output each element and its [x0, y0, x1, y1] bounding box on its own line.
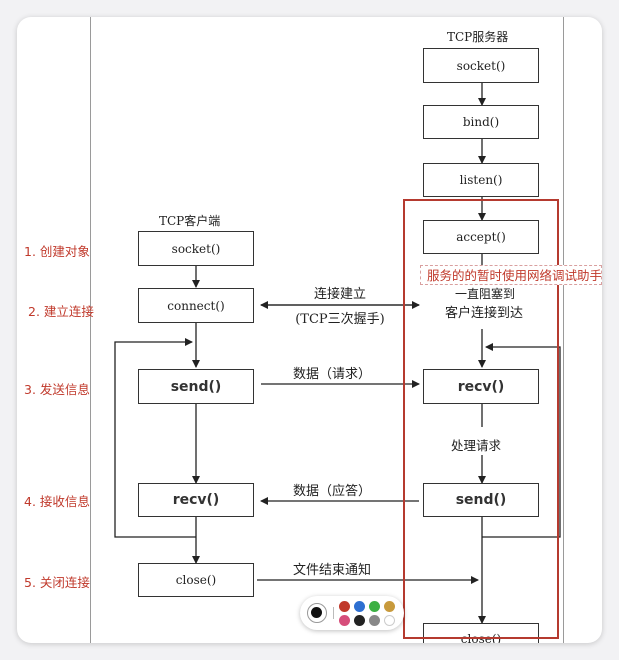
server-highlight-rect: [403, 199, 559, 639]
color-swatch-green[interactable]: [369, 601, 380, 612]
server-send-box: send(): [423, 483, 539, 517]
server-process-label: 处理请求: [451, 438, 502, 453]
step-4-label: 4. 接收信息: [24, 494, 90, 509]
color-swatch-black[interactable]: [354, 615, 365, 626]
eof-label: 文件结束通知: [293, 563, 372, 578]
server-bind-box: bind(): [423, 105, 539, 139]
handshake-label-line1: 连接建立: [313, 287, 366, 302]
client-title: TCP客户端: [159, 214, 221, 228]
color-palette: [300, 596, 404, 630]
step-1-label: 1. 创建对象: [24, 244, 90, 259]
color-swatch-blue[interactable]: [354, 601, 365, 612]
client-send-box: send(): [138, 369, 254, 404]
server-accept-box: accept(): [423, 220, 539, 254]
step-3-label: 3. 发送信息: [24, 382, 90, 397]
request-label: 数据（请求）: [293, 367, 372, 382]
server-recv-box: recv(): [423, 369, 539, 404]
handshake-label-line2: (TCP三次握手): [295, 312, 385, 327]
selected-color-button[interactable]: [307, 603, 327, 623]
color-swatch-gold[interactable]: [384, 601, 395, 612]
color-swatch-red[interactable]: [339, 601, 350, 612]
client-connect-box: connect(): [138, 288, 254, 323]
server-block-line1: 一直阻塞到: [454, 287, 515, 301]
page-edge-right: [563, 17, 564, 643]
color-swatch-white[interactable]: [384, 615, 395, 626]
palette-divider: [333, 607, 334, 619]
diagram-arrows: [114, 83, 561, 624]
reply-label: 数据（应答）: [293, 484, 372, 499]
screenshot-card: TCP服务器 TCP客户端 socket() bind() listen() a…: [17, 17, 602, 643]
color-swatch-gray[interactable]: [369, 615, 380, 626]
annotation-text[interactable]: 服务的的暂时使用网络调试助手: [420, 265, 602, 285]
client-loop: [114, 338, 196, 538]
server-listen-box: listen(): [423, 163, 539, 197]
client-recv-box: recv(): [138, 483, 254, 517]
step-2-label: 2. 建立连接: [28, 304, 94, 319]
server-socket-box: socket(): [423, 48, 539, 83]
page-edge-left: [90, 17, 91, 643]
server-loop: [482, 343, 561, 538]
server-block-line2: 客户连接到达: [444, 306, 523, 321]
client-socket-box: socket(): [138, 231, 254, 266]
step-5-label: 5. 关闭连接: [24, 575, 90, 590]
client-close-box: close(): [138, 563, 254, 597]
server-title: TCP服务器: [447, 30, 509, 44]
color-swatch-pink[interactable]: [339, 615, 350, 626]
